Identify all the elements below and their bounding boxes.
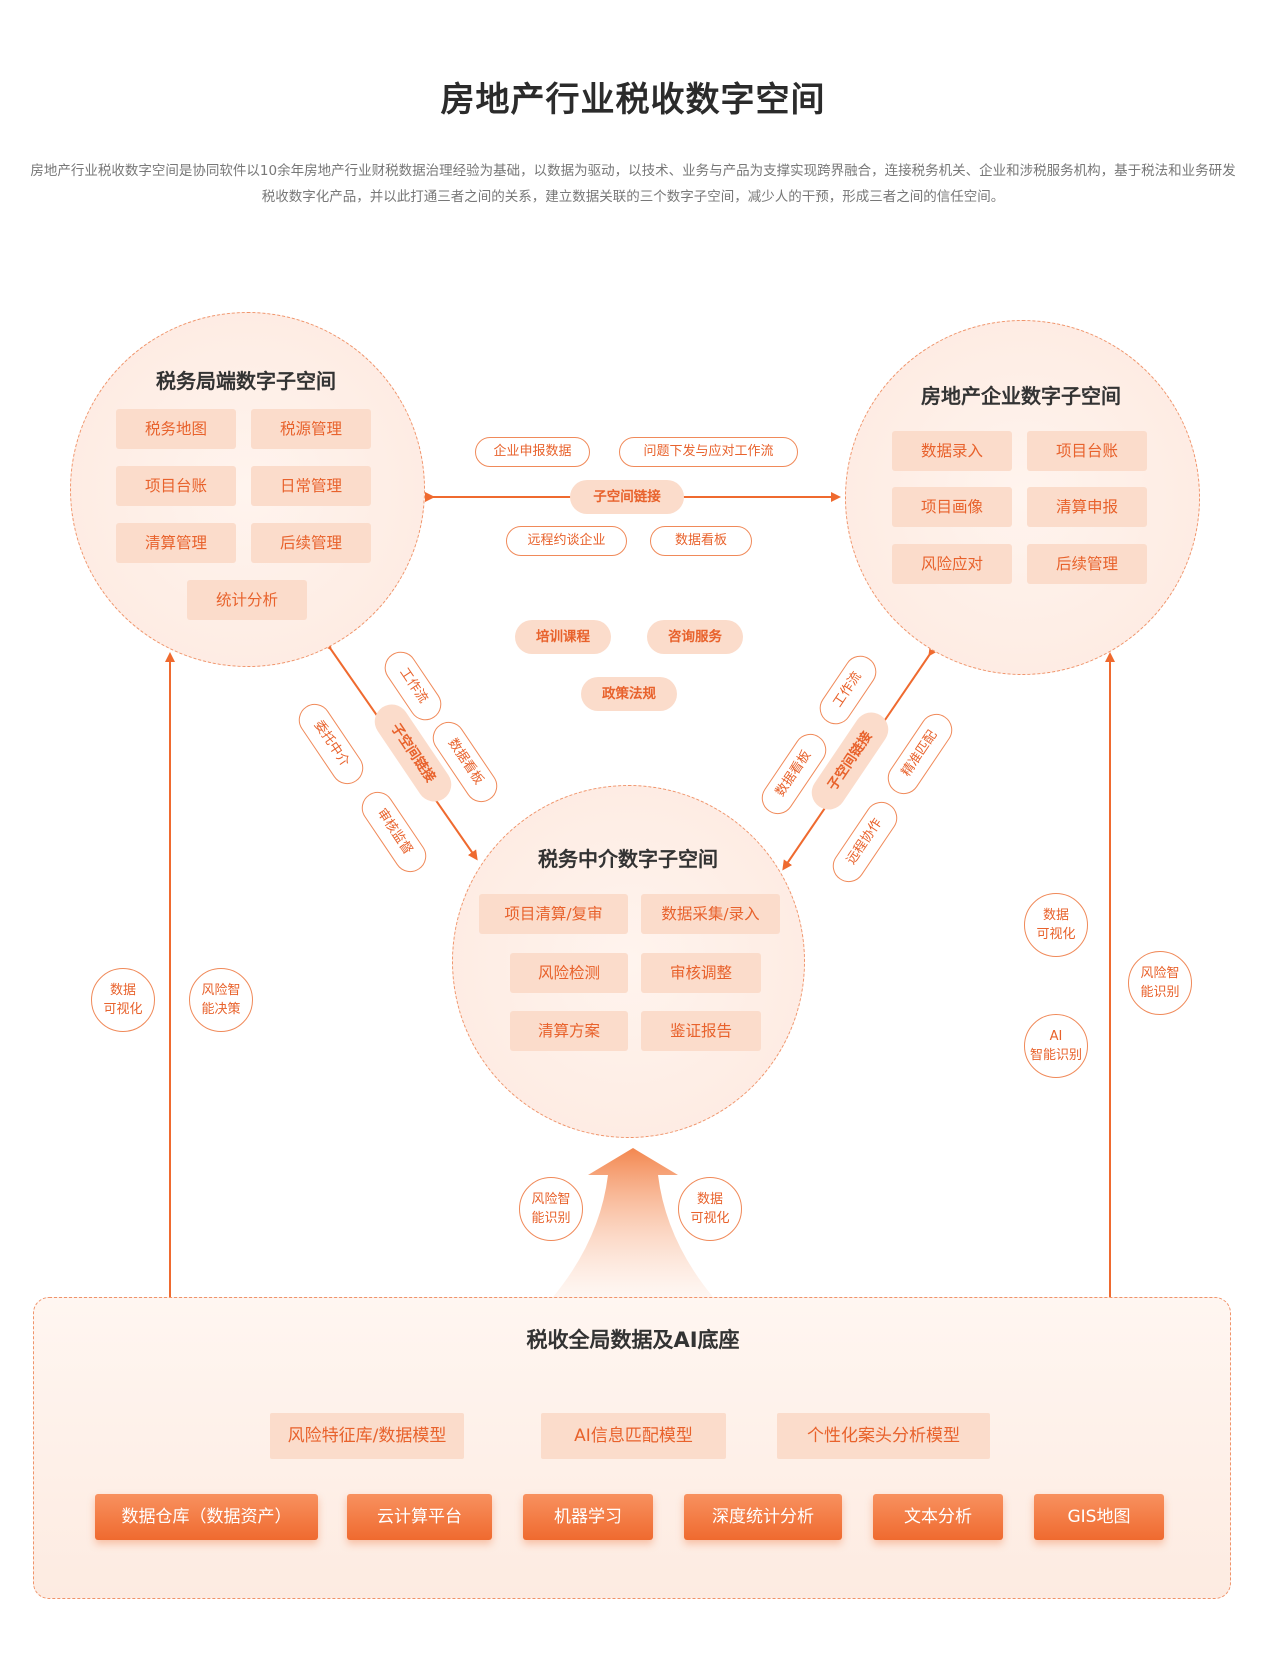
tax-bureau-item-map[interactable]: 税务地图 [116, 409, 236, 449]
enterprise-item-entry[interactable]: 数据录入 [892, 431, 1012, 471]
tax-bureau-item-source[interactable]: 税源管理 [251, 409, 371, 449]
enterprise-title: 房地产企业数字子空间 [921, 384, 1121, 408]
platform-cloud[interactable]: 云计算平台 [347, 1494, 492, 1540]
enterprise-item-ledger[interactable]: 项目台账 [1027, 431, 1147, 471]
intermediary-item-clearing[interactable]: 项目清算/复审 [479, 894, 628, 934]
page-description: 房地产行业税收数字空间是协同软件以10余年房地产行业财税数据治理经验为基础，以数… [30, 163, 1236, 205]
model-risk-features[interactable]: 风险特征库/数据模型 [270, 1413, 464, 1459]
enterprise-item-followup[interactable]: 后续管理 [1027, 544, 1147, 584]
model-ai-matching[interactable]: AI信息匹配模型 [541, 1413, 726, 1459]
badge-left-risk-decision: 风险智 能决策 [189, 968, 253, 1032]
platform-gis-map[interactable]: GIS地图 [1034, 1494, 1164, 1540]
big-upward-arrow [553, 1148, 713, 1297]
tax-bureau-title: 税务局端数字子空间 [156, 369, 336, 393]
link-pill-issue-workflow[interactable]: 问题下发与应对工作流 [619, 437, 798, 467]
badge-right-risk-identify: 风险智 能识别 [1128, 951, 1192, 1015]
enterprise-item-risk[interactable]: 风险应对 [892, 544, 1012, 584]
platform-deep-stats[interactable]: 深度统计分析 [684, 1494, 842, 1540]
badge-bottom-risk-identify: 风险智 能识别 [519, 1177, 583, 1241]
model-desk-analysis[interactable]: 个性化案头分析模型 [777, 1413, 990, 1459]
badge-left-visualization: 数据 可视化 [91, 968, 155, 1032]
intermediary-title: 税务中介数字子空间 [538, 847, 718, 871]
tax-bureau-item-followup[interactable]: 后续管理 [251, 523, 371, 563]
service-consulting[interactable]: 咨询服务 [647, 620, 743, 654]
platform-text-analysis[interactable]: 文本分析 [873, 1494, 1003, 1540]
enterprise-item-declare[interactable]: 清算申报 [1027, 487, 1147, 527]
badge-right-visualization: 数据 可视化 [1024, 893, 1088, 957]
link-pill-dashboard[interactable]: 数据看板 [650, 526, 752, 556]
page-title: 房地产行业税收数字空间 [440, 80, 826, 120]
intermediary-item-report[interactable]: 鉴证报告 [641, 1011, 761, 1051]
top-subspace-link[interactable]: 子空间链接 [570, 480, 684, 514]
service-training[interactable]: 培训课程 [515, 620, 611, 654]
service-policy[interactable]: 政策法规 [581, 677, 677, 711]
intermediary-item-risk[interactable]: 风险检测 [510, 953, 628, 993]
link-pill-remote-interview[interactable]: 远程约谈企业 [506, 526, 627, 556]
tax-bureau-item-ledger[interactable]: 项目台账 [116, 466, 236, 506]
intermediary-item-collect[interactable]: 数据采集/录入 [641, 894, 780, 934]
tax-bureau-item-clearing[interactable]: 清算管理 [116, 523, 236, 563]
link-pill-enterprise-declare[interactable]: 企业申报数据 [475, 437, 590, 467]
intermediary-item-plan[interactable]: 清算方案 [510, 1011, 628, 1051]
enterprise-item-portrait[interactable]: 项目画像 [892, 487, 1012, 527]
tax-bureau-item-stats[interactable]: 统计分析 [187, 580, 307, 620]
badge-right-ai-identify: AI 智能识别 [1024, 1014, 1088, 1078]
intermediary-item-audit[interactable]: 审核调整 [641, 953, 761, 993]
tax-bureau-item-daily[interactable]: 日常管理 [251, 466, 371, 506]
platform-machine-learning[interactable]: 机器学习 [523, 1494, 653, 1540]
badge-bottom-visualization: 数据 可视化 [678, 1177, 742, 1241]
platform-data-warehouse[interactable]: 数据仓库（数据资产） [95, 1494, 318, 1540]
base-title: 税收全局数据及AI底座 [526, 1328, 740, 1352]
